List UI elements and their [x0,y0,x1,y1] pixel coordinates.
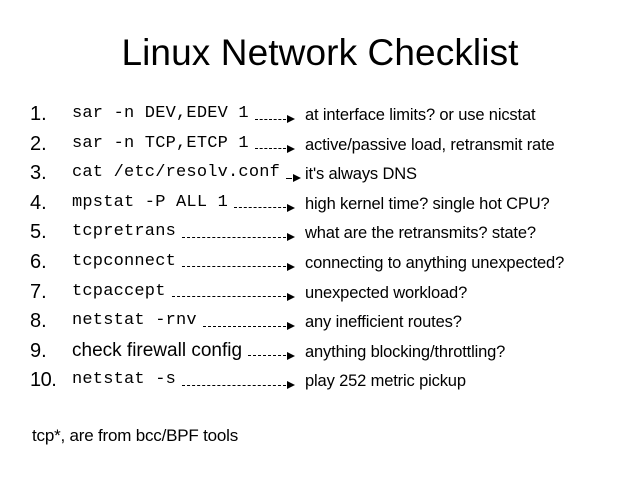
checklist-item-command: mpstat -P ALL 1 [72,192,229,212]
checklist-item: 3. cat /etc/resolv.conf it's always DNS [30,160,630,190]
dashed-line [202,325,286,327]
checklist-item: 5. tcpretrans what are the retransmits? st… [30,219,630,249]
dashed-line [171,296,286,298]
checklist-item-number: 10. [30,369,57,392]
checklist-item: 9. check firewall config anything blocking… [30,338,630,368]
dashed-line [254,148,286,150]
page-title: Linux Network Checklist [121,32,519,73]
checklist-item-command: tcpaccept [72,281,166,301]
checklist-item-command: tcpretrans [72,222,177,242]
checklist-item-description: active/passive load, retransmit rate [305,135,555,154]
arrowhead-icon [287,144,295,153]
checklist-item-description: what are the retransmits? state? [305,224,536,243]
arrowhead-icon [287,381,295,390]
checklist-item-command: cat /etc/resolv.conf [72,163,281,183]
checklist-item-number: 6. [30,250,47,273]
checklist-item-description: unexpected workload? [305,283,468,302]
checklist-item-command: check firewall config [72,339,243,361]
checklist-item: 6. tcpconnect connecting to anything unexp… [30,249,630,279]
checklist-item-command: sar -n TCP,ETCP 1 [72,133,249,153]
checklist-item: 8. netstat -rnv any inefficient routes? [30,308,630,338]
checklist-item-number: 1. [30,103,47,125]
checklist-item-arrow-icon [182,262,295,272]
checklist-item-description: play 252 metric pickup [305,372,466,391]
checklist-item-description: high kernel time? single hot CPU? [305,194,550,213]
checklist-item-description: connecting to anything unexpected? [305,253,565,272]
checklist-item-number: 9. [30,339,47,362]
arrowhead-icon [287,292,295,301]
arrowhead-icon [287,262,295,271]
checklist-item: 1. sar -n DEV,EDEV 1 at interface limits? … [30,101,630,131]
checklist-item-number: 4. [30,191,47,214]
arrowhead-icon [287,233,295,242]
checklist-item-arrow-icon [182,232,295,242]
checklist-item-command: netstat -rnv [72,311,197,331]
checklist-item-arrow-icon [254,144,295,154]
dashed-line [182,236,286,238]
arrowhead-icon [287,115,295,123]
checklist-item-number: 8. [30,310,47,333]
checklist-item: 2. sar -n TCP,ETCP 1 active/passive load, … [30,131,630,161]
checklist: 1. sar -n DEV,EDEV 1 at interface limits? … [30,101,630,397]
dashed-line [248,355,286,357]
checklist-item-description: any inefficient routes? [305,313,462,332]
checklist-item: 4. mpstat -P ALL 1 high kernel time? singl… [30,190,630,220]
checklist-item-description: at interface limits? or use nicstat [305,106,536,124]
checklist-item-description: it's always DNS [305,165,417,184]
arrowhead-icon [287,322,295,331]
checklist-item-description: anything blocking/throttling? [305,342,506,361]
dashed-line [234,207,286,209]
checklist-item: 7. tcpaccept unexpected workload? [30,279,630,309]
arrowhead-icon [293,174,302,183]
checklist-item-command: tcpconnect [72,251,177,271]
dashed-line [254,118,286,120]
checklist-item-arrow-icon [286,173,302,183]
checklist-item-arrow-icon [234,203,295,213]
footnote-text: tcp*, are from bcc/BPF tools [32,426,239,445]
checklist-item-arrow-icon [248,351,295,361]
checklist-item-command: sar -n DEV,EDEV 1 [72,104,249,123]
arrowhead-icon [287,351,295,360]
arrowhead-icon [287,203,295,212]
dashed-line [182,266,286,268]
checklist-item-arrow-icon [254,114,295,124]
checklist-item-command: netstat -s [72,370,177,390]
checklist-item-arrow-icon [202,321,295,331]
checklist-item-number: 5. [30,221,47,244]
checklist-item: 10. netstat -s play 252 metric pickup [30,367,630,397]
checklist-item-number: 3. [30,162,47,185]
checklist-item-number: 2. [30,132,47,155]
checklist-item-arrow-icon [171,292,295,302]
checklist-item-arrow-icon [182,380,295,390]
dashed-line [182,384,286,386]
checklist-item-number: 7. [30,280,47,303]
dashed-line [286,177,293,179]
